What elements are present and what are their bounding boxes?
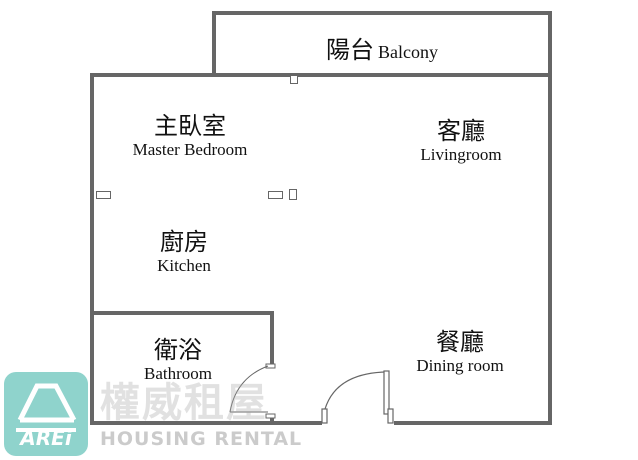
room-name-zh: 廚房 [160, 228, 208, 256]
bathroom-wall-right-upper [270, 311, 274, 366]
balcony-wall-right [548, 11, 552, 75]
bathroom-wall-top [90, 311, 274, 315]
room-name-en: Balcony [378, 42, 438, 62]
room-name-en: Bathroom [144, 364, 212, 383]
main-wall-bottom-right [394, 421, 552, 425]
room-name-en: Livingroom [420, 145, 502, 164]
main-wall-bottom-left [90, 421, 322, 425]
balcony-wall-left [212, 11, 216, 75]
outlet-marker [96, 191, 111, 199]
watermark-zh: 權威租屋 [100, 380, 268, 426]
room-name-zh: 餐廳 [436, 328, 484, 356]
room-label-master-bedroom: 主臥室 Master Bedroom [110, 112, 270, 160]
room-label-dining-room: 餐廳 Dining room [395, 328, 525, 376]
room-name-en: Kitchen [157, 256, 211, 275]
room-name-zh: 衛浴 [154, 336, 202, 364]
room-label-kitchen: 廚房 Kitchen [124, 228, 244, 276]
room-label-bathroom: 衛浴 Bathroom [118, 336, 238, 384]
main-wall-top [90, 73, 552, 77]
brand-logo: AREi [4, 372, 88, 456]
bathroom-wall-right-lower [270, 414, 274, 424]
main-wall-right [548, 73, 552, 425]
house-roof-icon [16, 383, 77, 432]
room-label-balcony: 陽台 Balcony [216, 30, 548, 65]
outlet-marker [290, 75, 298, 84]
outlet-marker [268, 191, 283, 199]
room-name-zh: 陽台 [326, 36, 374, 64]
room-name-zh: 主臥室 [154, 112, 226, 140]
balcony-wall-top [212, 11, 552, 15]
bathroom-door [229, 363, 276, 419]
brand-logo-text: AREi [20, 426, 72, 450]
watermark-en: HOUSING RENTAL [100, 428, 303, 450]
main-wall-left [90, 73, 94, 425]
room-name-en: Dining room [416, 356, 504, 375]
entrance-door [321, 370, 394, 424]
room-name-en: Master Bedroom [132, 140, 248, 159]
outlet-marker [289, 189, 297, 200]
room-name-zh: 客廳 [437, 117, 485, 145]
room-label-livingroom: 客廳 Livingroom [395, 117, 527, 165]
